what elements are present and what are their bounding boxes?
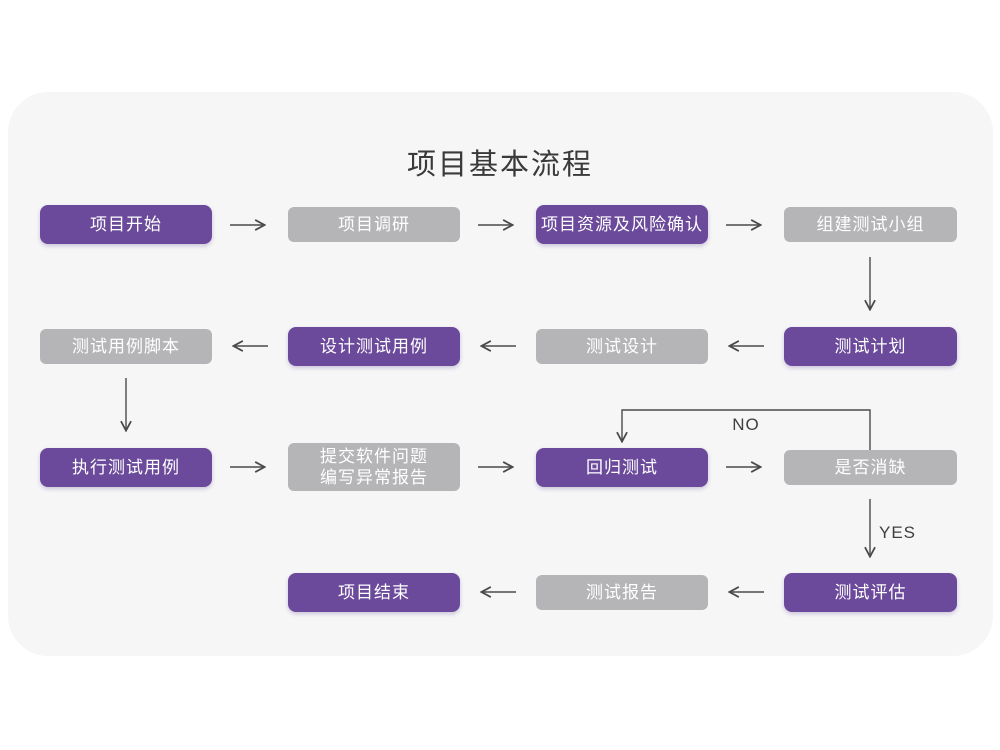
node-regression-test: 回归测试 [536,448,708,487]
node-submit-issue-report: 提交软件问题 编写异常报告 [288,443,460,491]
node-test-plan: 测试计划 [784,327,957,366]
node-defect-cleared: 是否消缺 [784,450,957,485]
node-design-test-cases: 设计测试用例 [288,327,460,366]
node-test-report: 测试报告 [536,575,708,610]
node-project-end: 项目结束 [288,573,460,612]
node-test-evaluation: 测试评估 [784,573,957,612]
node-project-research: 项目调研 [288,207,460,242]
node-form-test-team: 组建测试小组 [784,207,957,242]
node-project-start: 项目开始 [40,205,212,244]
node-resources-risk-confirm: 项目资源及风险确认 [536,205,708,244]
node-test-design: 测试设计 [536,329,708,364]
node-execute-test-cases: 执行测试用例 [40,448,212,487]
yes-branch-label: YES [879,523,917,542]
flowchart-card [8,92,993,656]
no-branch-label: NO [732,415,760,434]
node-test-case-scripts: 测试用例脚本 [40,329,212,364]
page-title: 项目基本流程 [406,149,593,181]
